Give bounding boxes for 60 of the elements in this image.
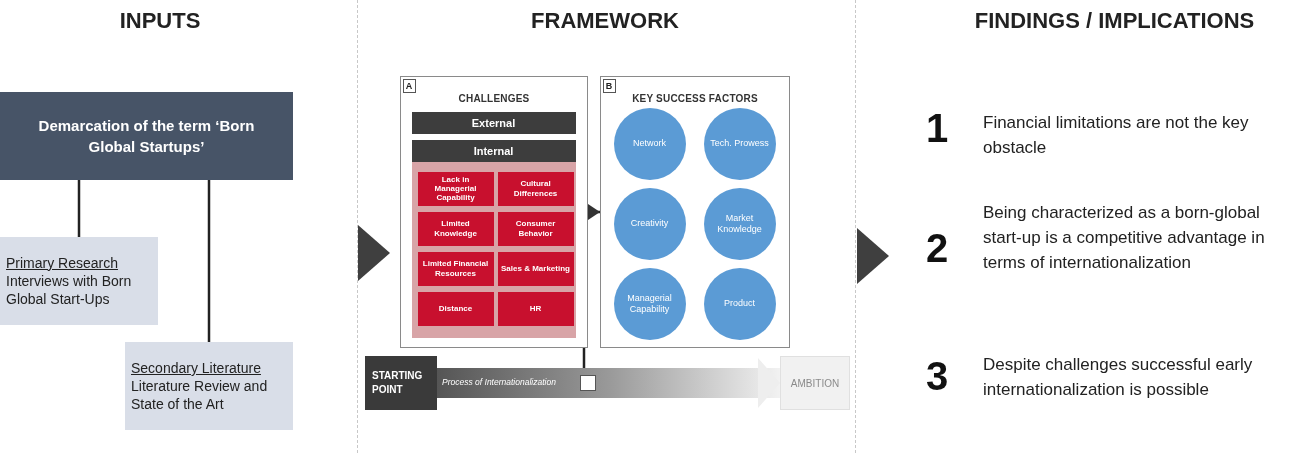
category-label: External xyxy=(471,116,516,129)
connector-line xyxy=(207,180,211,342)
challenge-label: Cultural Differences xyxy=(512,179,559,198)
goal-label: AMBITION xyxy=(790,377,840,389)
panel-heading: CHALLENGES xyxy=(458,93,530,104)
challenge-tag xyxy=(417,251,494,286)
factor-label: Market Knowledge xyxy=(716,212,763,235)
section-heading: FINDINGS / IMPLICATIONS xyxy=(973,8,1256,34)
challenge-tag xyxy=(497,251,574,286)
factor-label: Creativity xyxy=(630,218,669,229)
goal-box xyxy=(780,356,850,410)
connector-line xyxy=(77,180,81,237)
start-box xyxy=(365,356,437,410)
finding-text: Despite challenges successful early internationalization is possible xyxy=(983,354,1254,401)
challenge-label: Sales & Marketing xyxy=(501,263,570,274)
challenge-tag xyxy=(497,211,574,246)
section-heading: INPUTS xyxy=(118,8,202,34)
edge-label: Process of Internationalization xyxy=(442,377,556,387)
factor-label: Product xyxy=(724,298,755,309)
source-heading: Secondary Literature xyxy=(131,358,261,377)
start-label: STARTING POINT xyxy=(372,369,424,397)
title-box xyxy=(0,92,293,180)
challenge-tag xyxy=(417,171,494,206)
source-box xyxy=(0,237,158,325)
marker-square xyxy=(580,375,596,391)
challenge-label: Limited Knowledge xyxy=(433,219,478,238)
panel-heading: KEY SUCCESS FACTORS xyxy=(632,93,758,104)
category-label: Internal xyxy=(473,144,514,157)
finding-text: Financial limitations are not the key obstacle xyxy=(983,112,1250,159)
source-box xyxy=(125,342,293,430)
finding-number: 1 xyxy=(926,108,950,148)
box-title: Demarcation of the term ‘Born Global Startups’ xyxy=(37,116,256,157)
challenge-label: Limited Financial Resources xyxy=(421,259,490,278)
section-heading: FRAMEWORK xyxy=(530,8,680,34)
source-description: Interviews with Born Global Start-Ups xyxy=(6,271,133,309)
challenge-tag xyxy=(497,171,574,206)
category-bar xyxy=(411,139,576,162)
framework-panel xyxy=(600,76,790,348)
challenge-label: Lack in Managerial Capability xyxy=(433,174,478,203)
challenge-tag xyxy=(417,291,494,326)
category-area xyxy=(411,161,576,338)
factor-label: Managerial Capability xyxy=(626,292,673,315)
challenge-label: HR xyxy=(529,303,542,314)
challenge-tag xyxy=(417,211,494,246)
source-heading: Primary Research xyxy=(6,253,119,272)
finding-number: 2 xyxy=(926,228,950,268)
arrow xyxy=(588,204,600,220)
panel-letter: A xyxy=(405,79,413,92)
challenge-label: Consumer Behavior xyxy=(514,219,557,238)
category-bar xyxy=(411,111,576,134)
process-arrow xyxy=(437,358,780,408)
source-description: Literature Review and State of the Art xyxy=(131,376,269,414)
factor-label: Network xyxy=(633,138,666,149)
finding-text: Being characterized as a born-global start-up is a competitive advantage in terms of internationalization xyxy=(983,202,1266,274)
factor-label: Tech. Prowess xyxy=(710,138,769,149)
finding-number: 3 xyxy=(926,356,950,396)
challenge-tag xyxy=(497,291,574,326)
panel-letter: B xyxy=(605,79,613,92)
challenge-label: Distance xyxy=(438,303,473,314)
framework-panel xyxy=(400,76,588,348)
